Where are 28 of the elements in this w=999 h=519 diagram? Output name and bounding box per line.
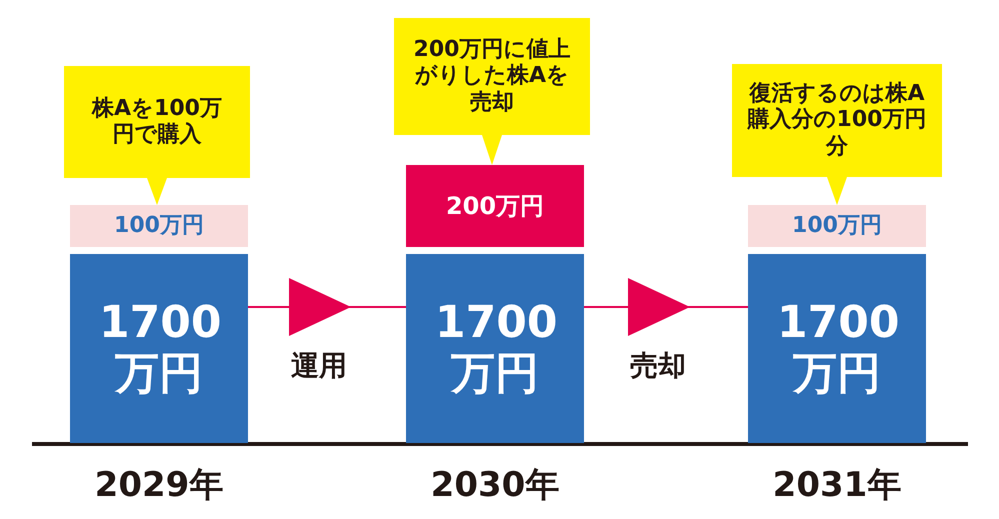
callout-bubble [64,66,250,178]
callout-tail [482,135,502,165]
amount-text: 1700万円 [435,298,555,400]
year-label: 2029年 [94,464,224,507]
amount-text: 100万円 [114,212,204,240]
callout-bubble [732,64,942,177]
callout-tail [827,177,847,205]
arrow [248,278,406,336]
top-segment [406,165,584,247]
callout-text: 200万円に値上がりした株Aを売却 [412,36,572,116]
amount-bar [70,254,248,443]
arrow [584,278,748,336]
callout-text: 復活するのは株A購入分の100万円分 [746,80,928,160]
edge-label: 運用 [290,348,348,384]
callout-bubble [394,18,590,135]
year-label: 2031年 [772,464,902,507]
top-segment [70,205,248,247]
edge-label: 売却 [629,348,687,384]
amount-text: 1700万円 [99,298,219,400]
amount-text: 200万円 [446,192,544,220]
top-segment [748,205,926,247]
amount-text: 1700万円 [777,298,897,400]
callout-tail [147,178,167,205]
amount-text: 100万円 [792,212,882,240]
callout-text: 株Aを100万円で購入 [90,96,223,148]
amount-bar [406,254,584,443]
year-label: 2030年 [430,464,560,507]
amount-bar [748,254,926,443]
